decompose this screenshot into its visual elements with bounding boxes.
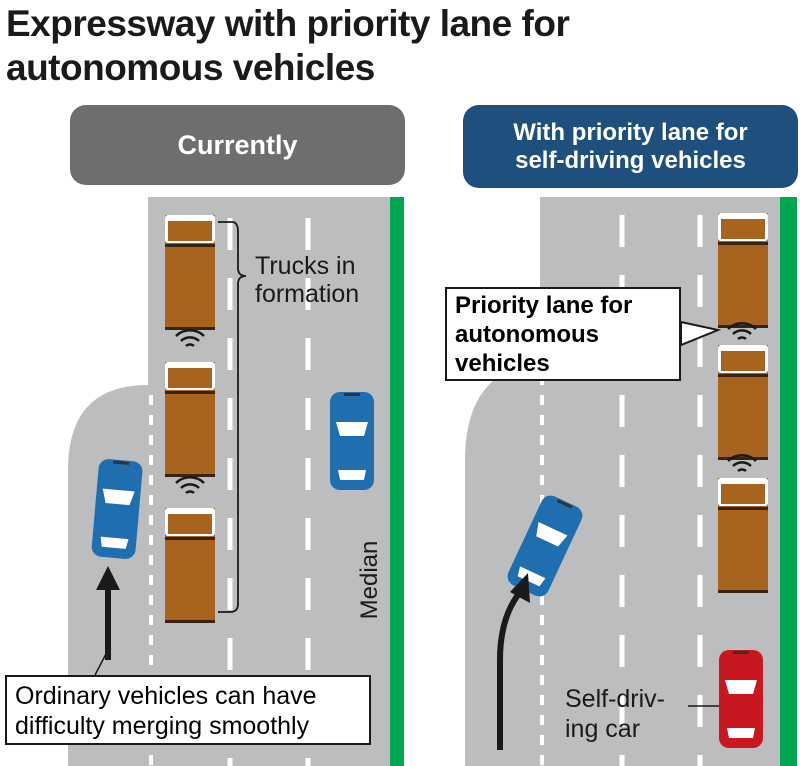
right-median — [780, 197, 797, 766]
title-line: autonomous vehicles — [6, 47, 375, 88]
truck — [165, 362, 215, 477]
note-line: difficulty merging smoothly — [15, 712, 310, 740]
label-line: Self-driv- — [565, 685, 666, 713]
truck — [165, 215, 215, 330]
truck — [718, 345, 768, 460]
label-line: Trucks in — [255, 252, 356, 280]
merging-car — [90, 458, 144, 560]
header-label: Currently — [177, 129, 298, 160]
truck — [165, 508, 215, 623]
title-line: Expressway with priority lane for — [6, 3, 570, 44]
bracket — [218, 221, 247, 613]
priority-lane-callout: Priority lane for autonomous vehicles — [445, 287, 681, 381]
header-currently: Currently — [70, 105, 405, 185]
note-line: Priority lane for — [455, 292, 633, 319]
truck — [718, 478, 768, 593]
left-road — [68, 197, 404, 766]
self-driving-car — [719, 650, 763, 748]
truck — [718, 213, 768, 328]
label-line: formation — [255, 280, 360, 308]
page-title: Expressway with priority lane for autono… — [6, 2, 570, 90]
callout-pointer — [680, 320, 722, 347]
label-line: ing car — [565, 715, 641, 743]
right-merge-lane — [465, 360, 560, 766]
header-priority-lane: With priority lane for self-driving vehi… — [463, 105, 798, 188]
blue-car — [330, 392, 374, 490]
right-road — [465, 197, 797, 766]
header-label: With priority lane for — [513, 118, 748, 146]
header-label: self-driving vehicles — [515, 146, 746, 174]
trucks-label: Trucks in formation — [255, 252, 359, 308]
note-line: vehicles — [455, 350, 550, 377]
self-driving-car-label: Self-driv- ing car — [565, 684, 665, 744]
left-median — [390, 197, 404, 766]
note-line: autonomous — [455, 321, 599, 348]
note-line: Ordinary vehicles can have — [15, 682, 317, 710]
median-label: Median — [356, 540, 383, 620]
merge-note: Ordinary vehicles can have difficulty me… — [5, 675, 371, 745]
